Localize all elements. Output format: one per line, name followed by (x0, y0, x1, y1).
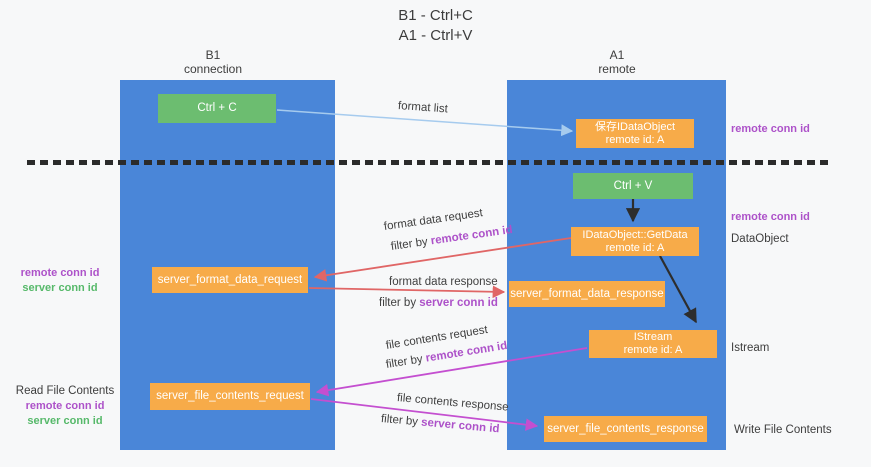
format-data-response-flow-label: format data response (389, 276, 498, 288)
format-data-response-arrow (308, 285, 506, 299)
title-line-1: B1 - Ctrl+C (398, 7, 473, 24)
remote-conn-id-label-mid-right: remote conn id (731, 211, 810, 223)
remote-conn-id-label-left-bottom: remote conn id (25, 400, 105, 412)
save-idataobject-line2: remote id: A (605, 133, 665, 146)
filter-by-server-conn-id-label-2: filter by server conn id (380, 413, 500, 436)
diagram-title: B1 - Ctrl+C A1 - Ctrl+V (0, 6, 871, 46)
getdata-line2: remote id: A (605, 241, 665, 254)
right-column-role: remote (598, 62, 636, 76)
istream-box: IStream remote id: A (589, 330, 717, 358)
server-format-data-request-label: server_format_data_request (157, 273, 303, 286)
server-file-contents-request-box: server_file_contents_request (150, 383, 310, 410)
session-separator-dashed-line (27, 160, 833, 165)
read-file-contents-label: Read File Contents (15, 385, 115, 397)
server-file-contents-response-box: server_file_contents_response (544, 416, 707, 442)
server-format-data-request-box: server_format_data_request (152, 267, 308, 293)
title-line-2: A1 - Ctrl+V (398, 27, 473, 44)
left-column-role: connection (183, 62, 243, 76)
filter-by-server-conn-id-label-1: filter by server conn id (379, 297, 498, 309)
write-file-contents-label: Write File Contents (734, 424, 832, 436)
server-file-contents-request-label: server_file_contents_request (156, 390, 304, 402)
format-list-flow-label: format list (397, 100, 449, 116)
ctrl-c-box: Ctrl + C (158, 94, 276, 123)
left-column-name: B1 (205, 48, 221, 62)
save-idataobject-box: 保存IDataObject remote id: A (576, 119, 694, 148)
remote-conn-id-label-left-top: remote conn id (20, 267, 100, 279)
left-column-header: B1 connection (133, 48, 293, 76)
right-column-name: A1 (609, 48, 625, 62)
istream-line2: remote id: A (623, 344, 683, 356)
left-conn-id-stack-top: remote conn id server conn id (10, 266, 110, 296)
dataobject-label: DataObject (731, 233, 789, 245)
save-idataobject-line1: 保存IDataObject (594, 120, 676, 133)
server-conn-id-label-left-top: server conn id (22, 282, 98, 294)
right-column-header: A1 remote (537, 48, 697, 76)
file-contents-response-flow-label: file contents response (396, 392, 509, 414)
left-label-stack-bottom: Read File Contents remote conn id server… (10, 384, 120, 429)
istream-line1: IStream (633, 331, 673, 343)
istream-side-label: Istream (731, 342, 770, 354)
server-conn-id-label-left-bottom: server conn id (27, 415, 103, 427)
ctrl-v-box: Ctrl + V (573, 173, 693, 199)
idataobject-getdata-box: IDataObject::GetData remote id: A (571, 227, 699, 256)
remote-conn-id-label-top-right: remote conn id (731, 123, 810, 135)
server-file-contents-response-label: server_file_contents_response (547, 422, 704, 435)
ctrl-c-label: Ctrl + C (197, 102, 237, 114)
server-format-data-response-box: server_format_data_response (509, 281, 665, 307)
getdata-line1: IDataObject::GetData (582, 228, 688, 241)
ctrl-v-label: Ctrl + V (613, 179, 653, 192)
server-format-data-response-label: server_format_data_response (510, 287, 664, 300)
